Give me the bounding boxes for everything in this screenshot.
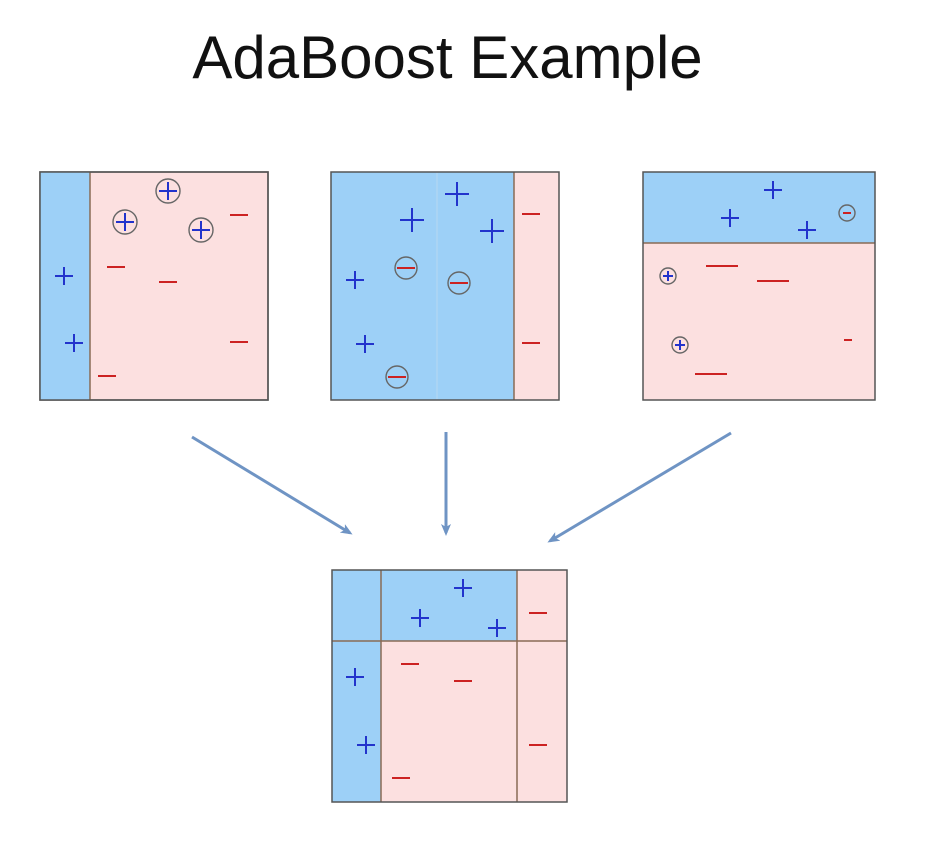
arrow-3 [547, 431, 732, 543]
circled-plus-mark [188, 217, 214, 243]
positive-region [332, 570, 517, 641]
weak-classifier-2-panel [330, 171, 560, 401]
circled-minus-mark [447, 271, 471, 295]
positive-region [643, 172, 875, 243]
arrow-1 [191, 435, 353, 535]
weak-classifier-3-panel [642, 171, 876, 401]
page-title: AdaBoost Example [192, 24, 703, 91]
circled-minus-mark [394, 256, 418, 280]
circled-minus-mark [385, 365, 409, 389]
circled-plus-mark [671, 336, 689, 354]
circled-minus-mark [838, 204, 856, 222]
combined-classifier-panel [331, 569, 568, 803]
circled-plus-mark [112, 209, 138, 235]
circled-plus-mark [659, 267, 677, 285]
negative-region [514, 172, 559, 400]
weak-classifier-1-panel [39, 171, 269, 401]
circled-plus-mark [155, 178, 181, 204]
positive-region [332, 641, 381, 802]
positive-region [40, 172, 90, 400]
